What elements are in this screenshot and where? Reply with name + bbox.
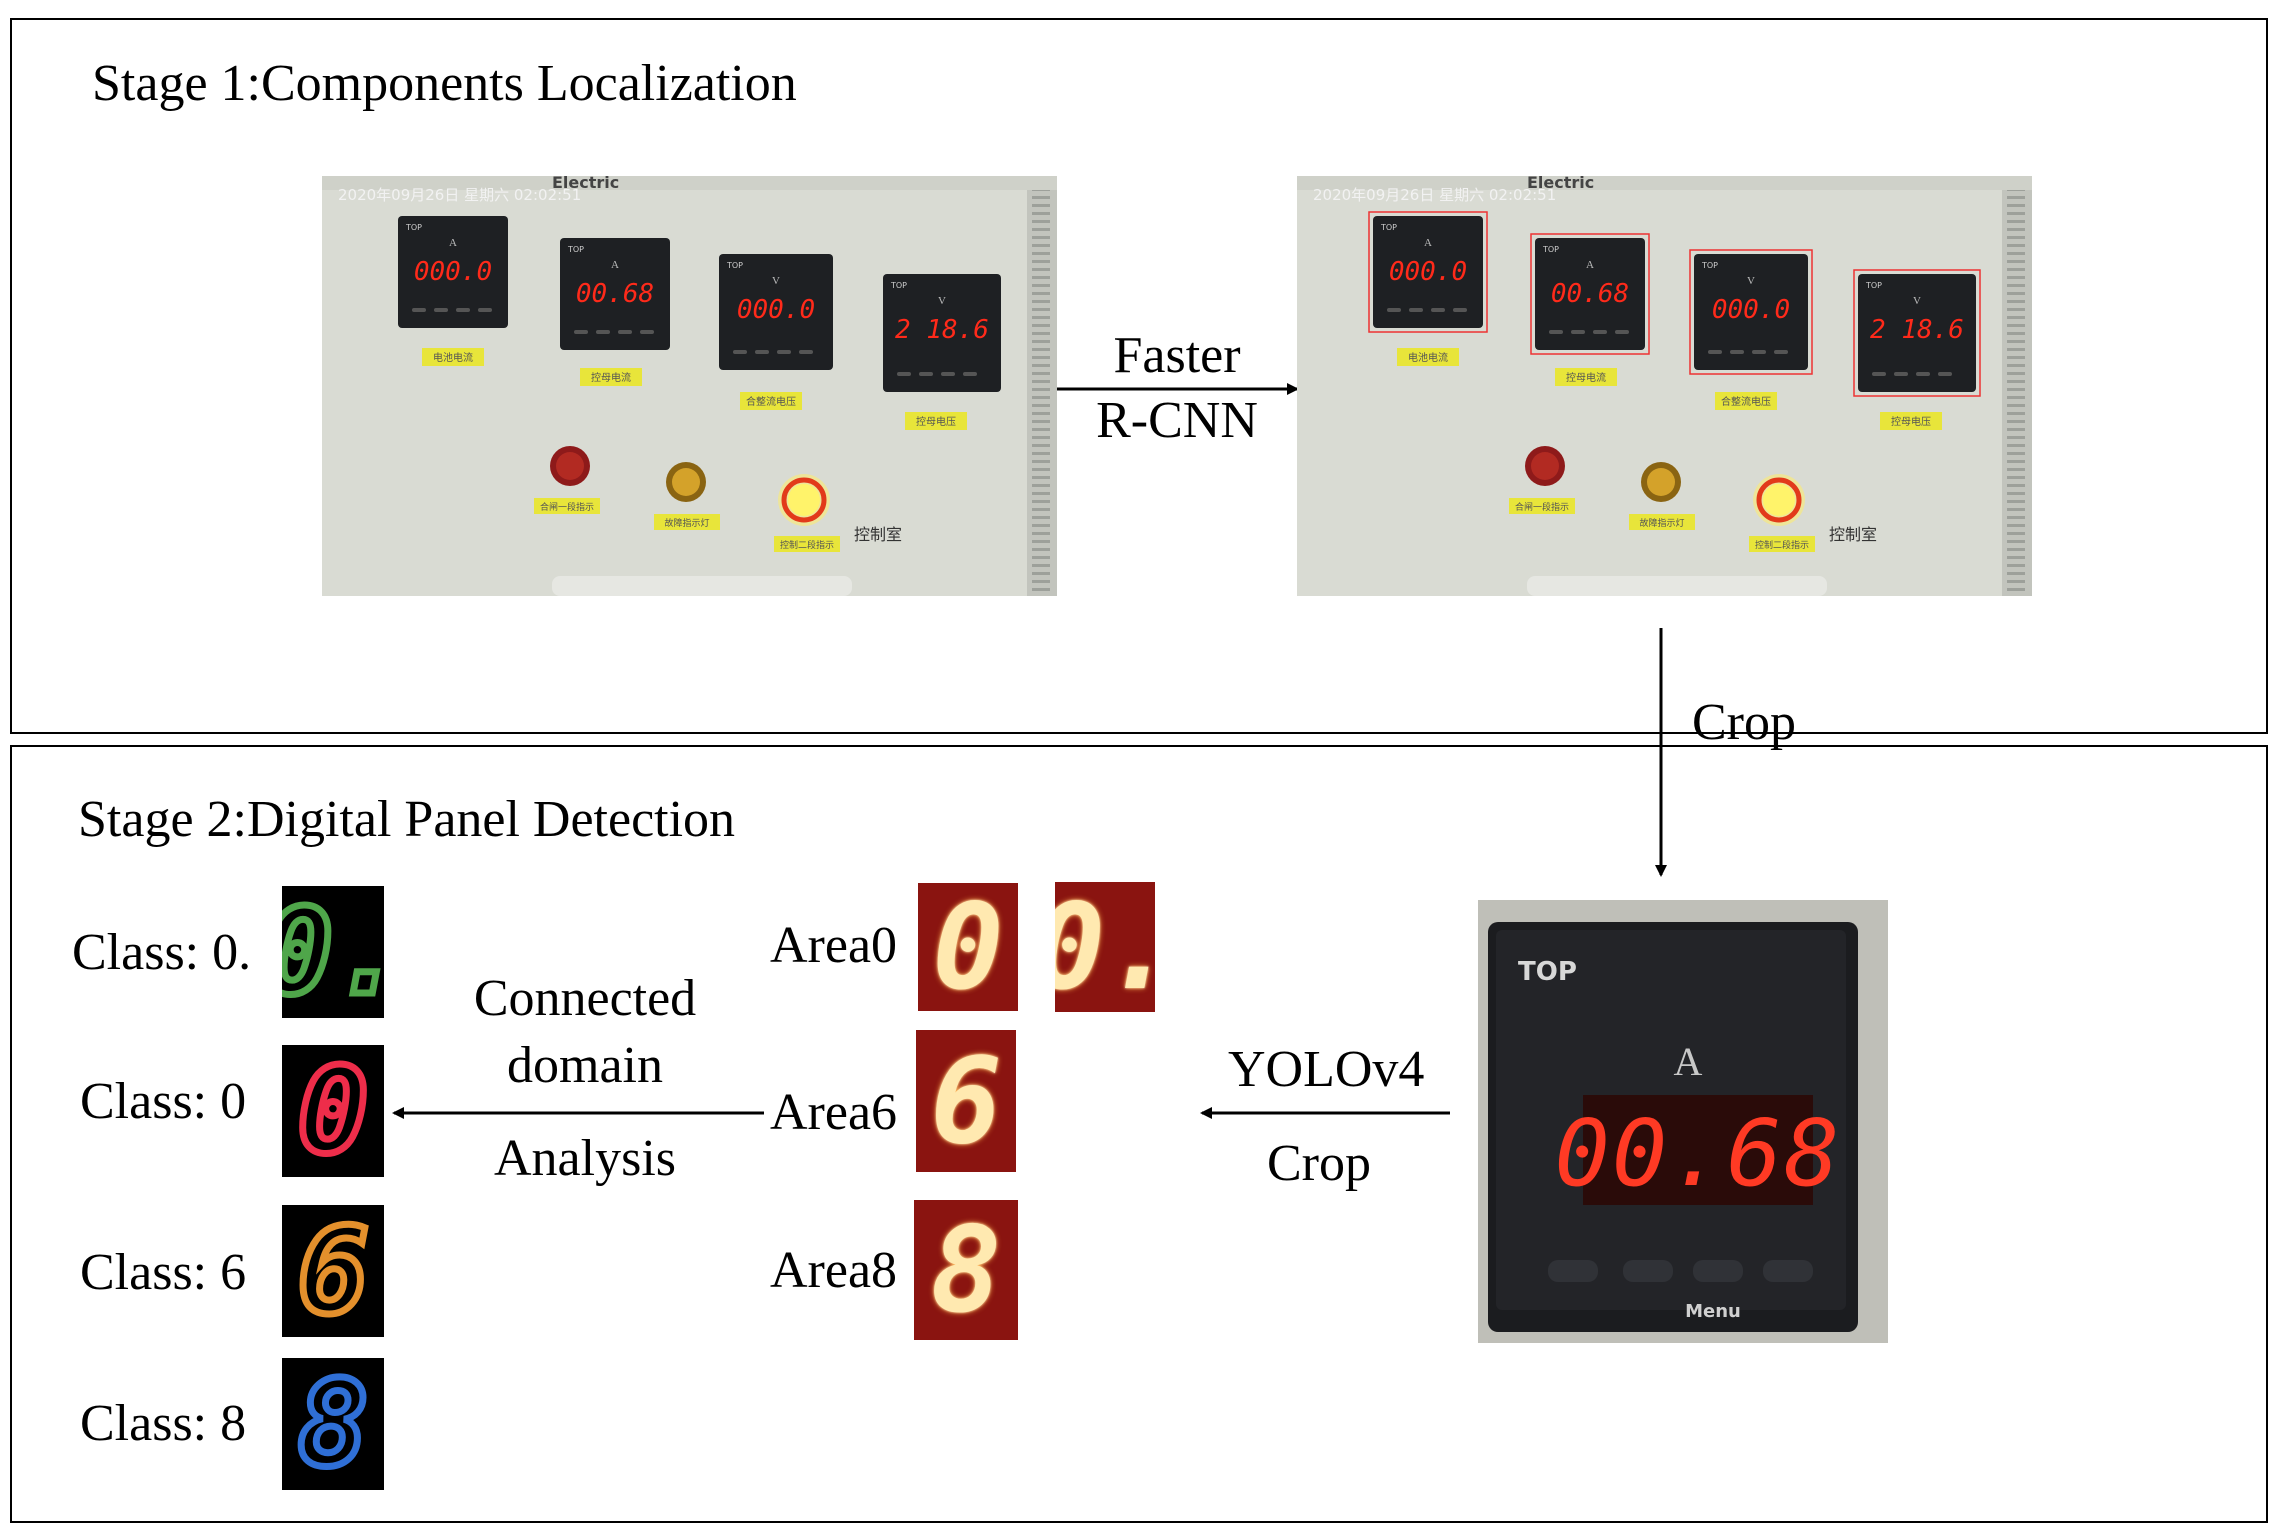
svg-text:TOP: TOP [1865, 281, 1882, 290]
svg-text:故障指示灯: 故障指示灯 [1639, 517, 1684, 529]
class2-binary-digit: 6 [282, 1205, 384, 1337]
svg-text:TOP: TOP [1380, 223, 1397, 232]
svg-text:A: A [611, 259, 619, 271]
svg-text:TOP: TOP [1518, 957, 1577, 987]
class0-binary-digit: 0. [282, 886, 384, 1018]
svg-text:2 18.6: 2 18.6 [1870, 315, 1964, 345]
svg-text:V: V [772, 275, 780, 287]
cda-label-domain: domain [507, 1037, 663, 1094]
svg-text:00.68: 00.68 [576, 279, 654, 309]
svg-text:控母电压: 控母电压 [916, 415, 956, 428]
svg-text:电池电流: 电池电流 [433, 351, 473, 364]
svg-text:A: A [449, 237, 457, 249]
class-label-0: Class: 0. [72, 924, 252, 981]
yolo-crop-label: Crop [1267, 1135, 1371, 1192]
svg-text:000.0: 000.0 [1712, 295, 1790, 325]
svg-text:00.68: 00.68 [1551, 279, 1629, 309]
stage1-frame [10, 18, 2268, 734]
cda-label-analysis: Analysis [494, 1130, 676, 1187]
rcnn-label: R-CNN [1096, 392, 1258, 449]
svg-text:A: A [1424, 237, 1432, 249]
svg-text:控母电流: 控母电流 [591, 371, 631, 384]
svg-text:合闸一段指示: 合闸一段指示 [540, 501, 594, 513]
cropped-meter-photo: TOP A 00.68 Menu [1478, 900, 1888, 1343]
area0-digit-crop: 0 [918, 883, 1018, 1011]
area-label-0: Area0 [770, 917, 898, 974]
svg-text:000.0: 000.0 [737, 295, 815, 325]
svg-text:TOP: TOP [405, 223, 422, 232]
svg-text:TOP: TOP [726, 261, 743, 270]
class-label-1: Class: 0 [80, 1073, 247, 1130]
svg-text:控母电压: 控母电压 [1891, 415, 1931, 428]
class3-binary-digit: 8 [282, 1358, 384, 1490]
svg-text:A: A [1586, 259, 1594, 271]
svg-text:2 18.6: 2 18.6 [895, 315, 989, 345]
area0-extra-digit-crop: 0. [1055, 882, 1155, 1012]
crop-label: Crop [1692, 694, 1796, 751]
class1-binary-digit: 0 [282, 1045, 384, 1177]
svg-text:合闸一段指示: 合闸一段指示 [1515, 501, 1569, 513]
svg-text:控制室: 控制室 [1829, 525, 1877, 544]
svg-text:000.0: 000.0 [414, 257, 492, 287]
svg-text:电池电流: 电池电流 [1408, 351, 1448, 364]
svg-text:V: V [1747, 275, 1755, 287]
cda-label-connected: Connected [473, 970, 697, 1027]
svg-text:控制室: 控制室 [854, 525, 902, 544]
svg-text:2020年09月26日 星期六 02:02:51: 2020年09月26日 星期六 02:02:51 [338, 186, 581, 204]
yolo-label: YOLOv4 [1228, 1041, 1425, 1098]
svg-text:TOP: TOP [1542, 245, 1559, 254]
stage2-title: Stage 2:Digital Panel Detection [78, 791, 736, 848]
svg-text:TOP: TOP [890, 281, 907, 290]
svg-text:2020年09月26日 星期六 02:02:51: 2020年09月26日 星期六 02:02:51 [1313, 186, 1556, 204]
svg-text:A: A [1674, 1039, 1703, 1084]
svg-text:故障指示灯: 故障指示灯 [664, 517, 709, 529]
area-label-2: Area8 [770, 1242, 898, 1299]
svg-text:TOP: TOP [1701, 261, 1718, 270]
svg-text:Electric: Electric [552, 176, 619, 192]
svg-text:合整流电压: 合整流电压 [746, 395, 796, 408]
svg-text:V: V [938, 295, 946, 307]
class-label-2: Class: 6 [80, 1244, 247, 1301]
svg-text:控母电流: 控母电流 [1566, 371, 1606, 384]
stage2-frame [10, 745, 2268, 1523]
area6-digit-crop: 6 [916, 1030, 1016, 1172]
area-label-1: Area6 [770, 1084, 898, 1141]
svg-text:控制二段指示: 控制二段指示 [1755, 539, 1809, 551]
area8-digit-crop: 8 [914, 1200, 1018, 1340]
svg-text:000.0: 000.0 [1389, 257, 1467, 287]
svg-text:V: V [1913, 295, 1921, 307]
faster-label: Faster [1113, 327, 1241, 384]
svg-text:控制二段指示: 控制二段指示 [780, 539, 834, 551]
class-label-3: Class: 8 [80, 1395, 247, 1452]
svg-text:TOP: TOP [567, 245, 584, 254]
svg-text:合整流电压: 合整流电压 [1721, 395, 1771, 408]
svg-text:00.68: 00.68 [1555, 1100, 1842, 1207]
svg-text:Menu: Menu [1685, 1301, 1741, 1322]
svg-text:Electric: Electric [1527, 176, 1594, 192]
stage1-title: Stage 1:Components Localization [92, 55, 797, 112]
